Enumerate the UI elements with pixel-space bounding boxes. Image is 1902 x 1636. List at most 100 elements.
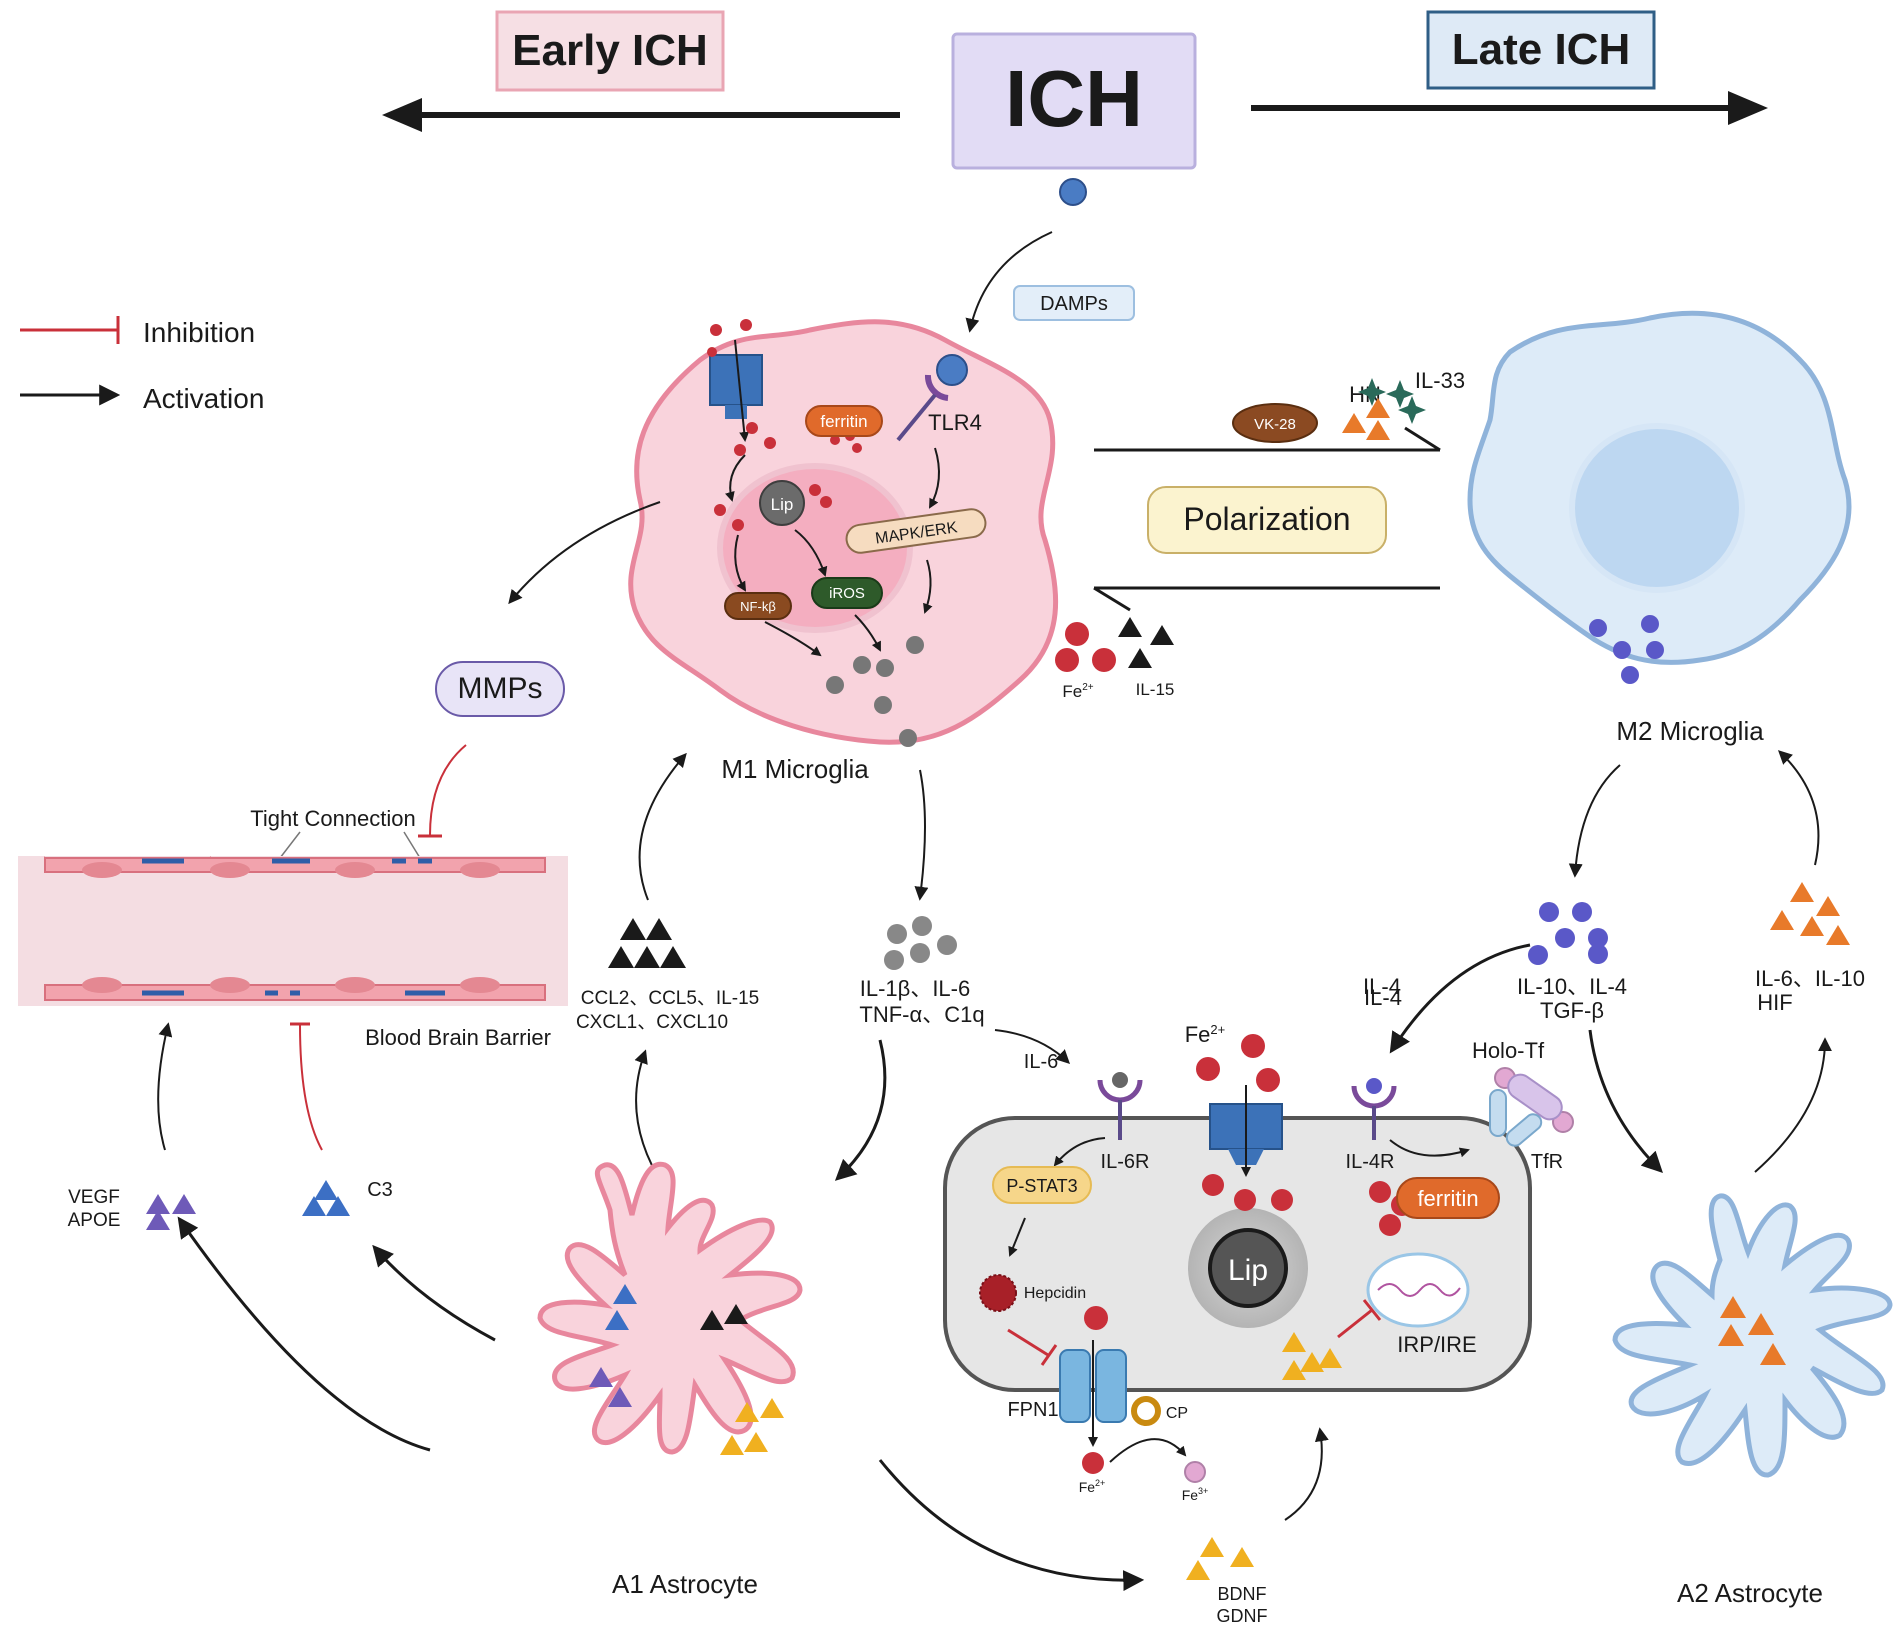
tight-connection-label: Tight Connection [250, 806, 416, 831]
m1-to-cytokines-arrow [914, 769, 929, 901]
iron-cell: IL-6 IL-6R P-STAT3 Hepcidin FPN1 Fe2+ CP… [943, 974, 1574, 1503]
irp-ire-rna-icon [1377, 1283, 1461, 1297]
m1-ferritin-label: ferritin [820, 412, 867, 431]
vk28-badge [1232, 403, 1318, 443]
polarization-hook-top [1404, 426, 1441, 452]
fpn1-iron-in-icon [1084, 1306, 1108, 1330]
gdnf-label: GDNF [1217, 1606, 1268, 1626]
a1-to-vegf-arrow [177, 1216, 431, 1452]
a2-factor-triangles [1770, 882, 1850, 945]
il4r-receptor-icon [1351, 1085, 1397, 1109]
a2-factors-to-m2-arrow [1777, 750, 1820, 866]
a2-factors-line1: IL-6、IL-10 [1755, 966, 1865, 991]
irp-ire-organelle-icon [1366, 1252, 1470, 1328]
m2-particles [1589, 615, 1664, 684]
m1-to-mmps-arrow [508, 501, 661, 605]
apoe-label: APOE [68, 1210, 121, 1231]
polarization-label: Polarization [1183, 501, 1350, 537]
il4-arrow-label: IL-4 [1364, 985, 1402, 1010]
a1-to-bdnf-arrow [878, 1459, 1145, 1592]
m1-label: M1 Microglia [721, 754, 869, 784]
m1-lip-label: Lip [771, 495, 794, 514]
vegf-apoe-triangles [146, 1194, 196, 1230]
m1-iron-particles [707, 319, 862, 531]
irp-ire-label: IRP/IRE [1397, 1332, 1476, 1357]
a1-to-c3-arrow [372, 1244, 496, 1342]
c3-triangles [302, 1180, 350, 1216]
fpn1-right-icon [1095, 1349, 1127, 1423]
polarization-hook-bottom [1093, 586, 1131, 612]
late-ich-box [1426, 10, 1656, 90]
header: Early ICH ICH Late ICH [382, 10, 1768, 170]
tlr4-stalk [896, 393, 937, 442]
ich-label: ICH [1005, 54, 1143, 143]
cytokines-to-il6-arrow [994, 1029, 1071, 1064]
iros-badge [811, 577, 883, 609]
iros-label: iROS [829, 585, 865, 602]
polarization-il15-label: IL-15 [1136, 680, 1175, 699]
a2-to-factors-arrow [1754, 1037, 1832, 1173]
cell-ferritin-badge [1396, 1177, 1500, 1219]
c3-label: C3 [367, 1179, 393, 1201]
il4r-to-tfr-arrow [1389, 1139, 1470, 1158]
nfkb-badge [724, 592, 792, 620]
fe2-out-label: Fe2+ [1079, 1478, 1106, 1495]
m1-iron-channel-stem [725, 405, 747, 419]
bdnf-label: BDNF [1218, 1584, 1267, 1604]
m2-to-il4r-arrow [1389, 943, 1531, 1054]
chemokines-to-m1-arrow [638, 752, 687, 901]
a1-yellow-triangles [720, 1398, 784, 1455]
irp-inhibition-bar [1362, 1299, 1382, 1321]
a1-label: A1 Astrocyte [612, 1569, 758, 1599]
inhibition-label: Inhibition [143, 317, 255, 348]
cytokines-line1: IL-1β、IL-6 [860, 976, 970, 1001]
polarization-fe-label: Fe2+ [1062, 682, 1093, 701]
il33-stars [1358, 378, 1426, 424]
a1-blue-triangles [605, 1284, 637, 1330]
early-ich-box [495, 10, 725, 92]
m1-iron-channel-icon [709, 354, 763, 406]
c3-inhibition-line [299, 1024, 323, 1151]
mmps-label: MMPs [458, 672, 543, 705]
a1-black-triangles [700, 1304, 748, 1330]
tlr4-ligand-icon [936, 354, 968, 386]
il6-label: IL-6 [1024, 1051, 1058, 1073]
il4-ligand-icon [1366, 1078, 1382, 1094]
vegf-label: VEGF [68, 1187, 120, 1208]
bbb-label: Blood Brain Barrier [365, 1025, 551, 1050]
fpn1-label: FPN1 [1007, 1399, 1058, 1421]
il15-triangles [1118, 617, 1174, 668]
bbb-tight-junctions [142, 858, 445, 996]
hepcidin-icon [979, 1274, 1017, 1312]
m1-signal-arrows [725, 447, 940, 657]
tlr4-label: TLR4 [928, 410, 982, 435]
cytokines-line2: TNF-α、C1q [859, 1002, 984, 1027]
a2-factors-line2: HIF [1757, 990, 1792, 1015]
ich-box [951, 32, 1197, 170]
late-ich-label: Late ICH [1452, 25, 1630, 74]
a1-cell-body [537, 1161, 803, 1455]
pstat3-to-hepcidin-arrow [1008, 1217, 1026, 1257]
m1-cytokine-particles [826, 636, 924, 747]
blood-brain-barrier [18, 856, 568, 1006]
m2-to-factors-arrow [1568, 764, 1621, 878]
fe3-icon [1184, 1461, 1206, 1483]
late-arrow-head [1728, 91, 1768, 125]
tight-connection-pointers [279, 831, 421, 859]
bdnf-triangles [1186, 1537, 1254, 1580]
m1-lip-icon [759, 480, 805, 526]
cell-il4-label: IL-4 [1363, 974, 1401, 999]
cell-fe-label: Fe2+ [1185, 1022, 1226, 1047]
m2-factor-particles [1528, 902, 1608, 965]
mmps-badge [435, 661, 565, 717]
m2-label: M2 Microglia [1616, 716, 1764, 746]
m2-microglia: M2 Microglia [1467, 310, 1852, 746]
m1-microglia: ferritin TLR4 Lip MAPK/ERK NF-kβ iROS [628, 319, 1059, 784]
m2-factors-line2: TGF-β [1540, 998, 1604, 1023]
bbb-nuclei-top [82, 862, 500, 878]
cell-lip-label: Lip [1228, 1254, 1268, 1287]
damp-molecule-icon [1059, 178, 1087, 206]
a2-astrocyte: A2 Astrocyte [1612, 1193, 1893, 1608]
mapk-erk-badge [845, 508, 987, 554]
hepcidin-inhibition-bar [1040, 1344, 1058, 1366]
